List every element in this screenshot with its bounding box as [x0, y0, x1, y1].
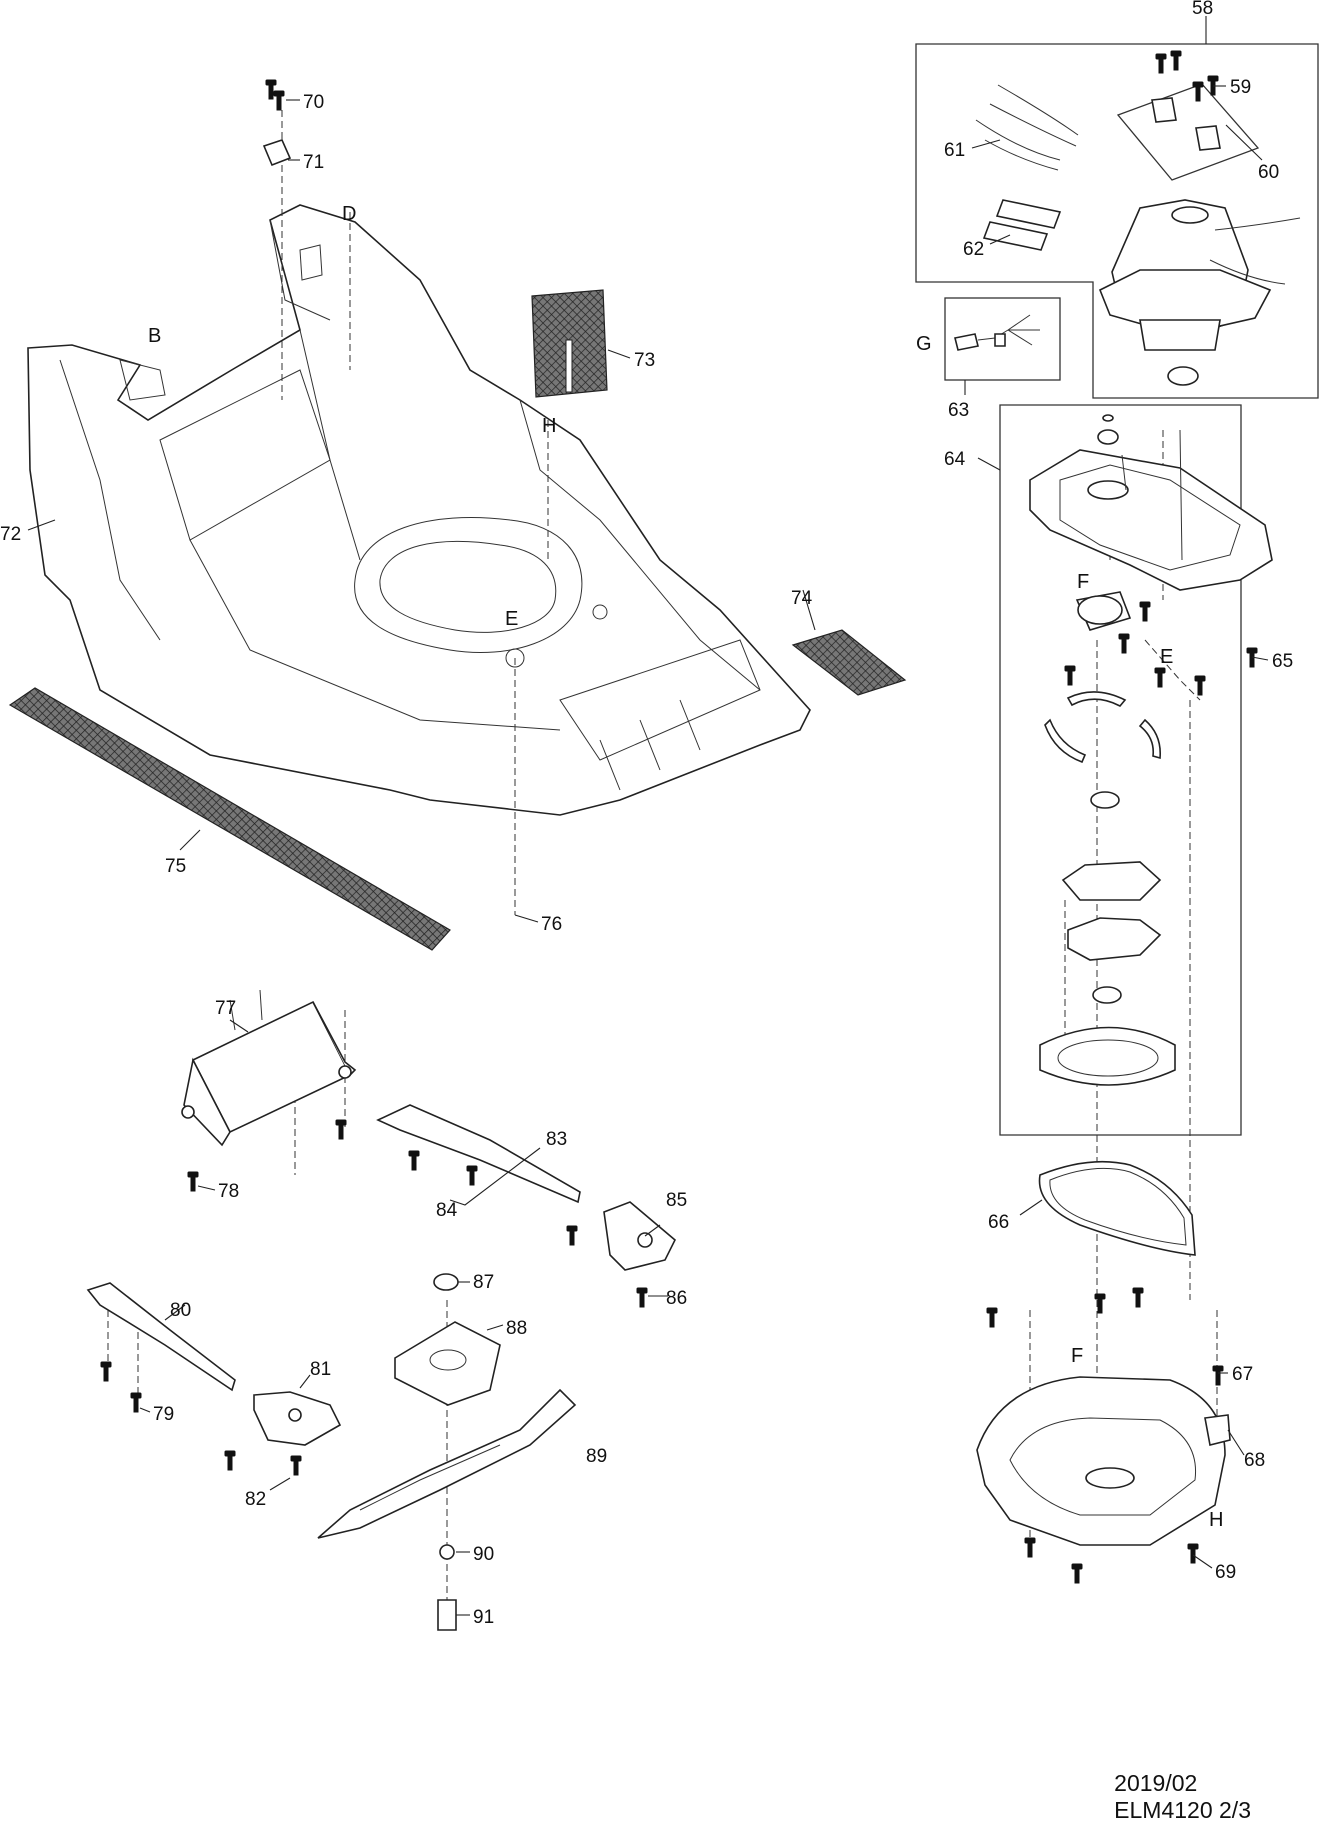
ref-letter-e-deck: E	[505, 608, 518, 630]
callout-79: 79	[153, 1404, 174, 1425]
ref-letter-e-gear: E	[1160, 646, 1173, 668]
footer-date: 2019/02	[1114, 1770, 1198, 1796]
callout-75: 75	[165, 856, 186, 877]
base-housing	[976, 1376, 1231, 1546]
callout-67: 67	[1232, 1364, 1253, 1385]
blade-assembly	[317, 1273, 577, 1631]
callout-66: 66	[988, 1212, 1009, 1233]
reference-letters: B D E E F F G H H	[148, 203, 1223, 1531]
mesh-parts	[8, 289, 907, 951]
callout-64: 64	[944, 449, 966, 470]
bracket-85	[603, 1201, 676, 1308]
callout-80: 80	[170, 1300, 191, 1321]
mesh-75	[8, 687, 451, 951]
callout-90: 90	[473, 1544, 494, 1565]
blade-bar-83	[376, 1104, 581, 1246]
callout-63: 63	[948, 400, 969, 421]
callout-70: 70	[303, 92, 324, 113]
drive-belt	[1038, 1160, 1196, 1256]
leader-lines	[27, 16, 1269, 1616]
gear-housing-box	[999, 404, 1273, 1136]
callout-76: 76	[541, 914, 562, 935]
callout-82: 82	[245, 1489, 266, 1510]
callout-73: 73	[634, 350, 655, 371]
bracket-81	[253, 1391, 342, 1476]
ref-letter-b: B	[148, 325, 161, 347]
ref-letter-g: G	[916, 333, 932, 355]
mesh-74	[791, 629, 907, 696]
callout-72: 72	[0, 524, 21, 545]
callout-numbers: 58 59 60 61 62 63 64 65 66 67 68 69 70 7…	[0, 0, 1293, 1628]
top-fasteners	[262, 79, 292, 167]
callout-62: 62	[963, 239, 984, 260]
ref-letter-h-deck: H	[542, 415, 556, 437]
callout-86: 86	[666, 1288, 687, 1309]
bracket-77	[181, 989, 357, 1192]
callout-71: 71	[303, 152, 324, 173]
callout-85: 85	[666, 1190, 687, 1211]
deck-housing	[27, 204, 811, 816]
connector-box	[944, 297, 1061, 381]
callout-65: 65	[1272, 651, 1293, 672]
footer-model-page: ELM4120 2/3	[1114, 1797, 1251, 1823]
ref-letter-d: D	[342, 203, 356, 225]
callout-84: 84	[436, 1200, 458, 1221]
callout-61: 61	[944, 140, 965, 161]
callout-91: 91	[473, 1607, 494, 1628]
callout-69: 69	[1215, 1562, 1236, 1583]
callout-78: 78	[218, 1181, 239, 1202]
callout-68: 68	[1244, 1450, 1265, 1471]
ref-letter-f-base: F	[1071, 1345, 1083, 1367]
callout-83: 83	[546, 1129, 567, 1150]
callout-87: 87	[473, 1272, 494, 1293]
blade-bar-80	[86, 1282, 236, 1471]
callout-88: 88	[506, 1318, 527, 1339]
callout-81: 81	[310, 1359, 331, 1380]
footer-block: 2019/02 ELM4120 2/3	[1114, 1770, 1251, 1824]
motor-kit-box	[915, 43, 1319, 399]
callout-58: 58	[1192, 0, 1213, 19]
callout-77: 77	[215, 998, 236, 1019]
callout-74: 74	[791, 588, 813, 609]
ref-letter-f-gear: F	[1077, 571, 1089, 593]
ref-letter-h-base: H	[1209, 1509, 1223, 1531]
callout-59: 59	[1230, 77, 1251, 98]
callout-89: 89	[586, 1446, 607, 1467]
callout-60: 60	[1258, 162, 1279, 183]
